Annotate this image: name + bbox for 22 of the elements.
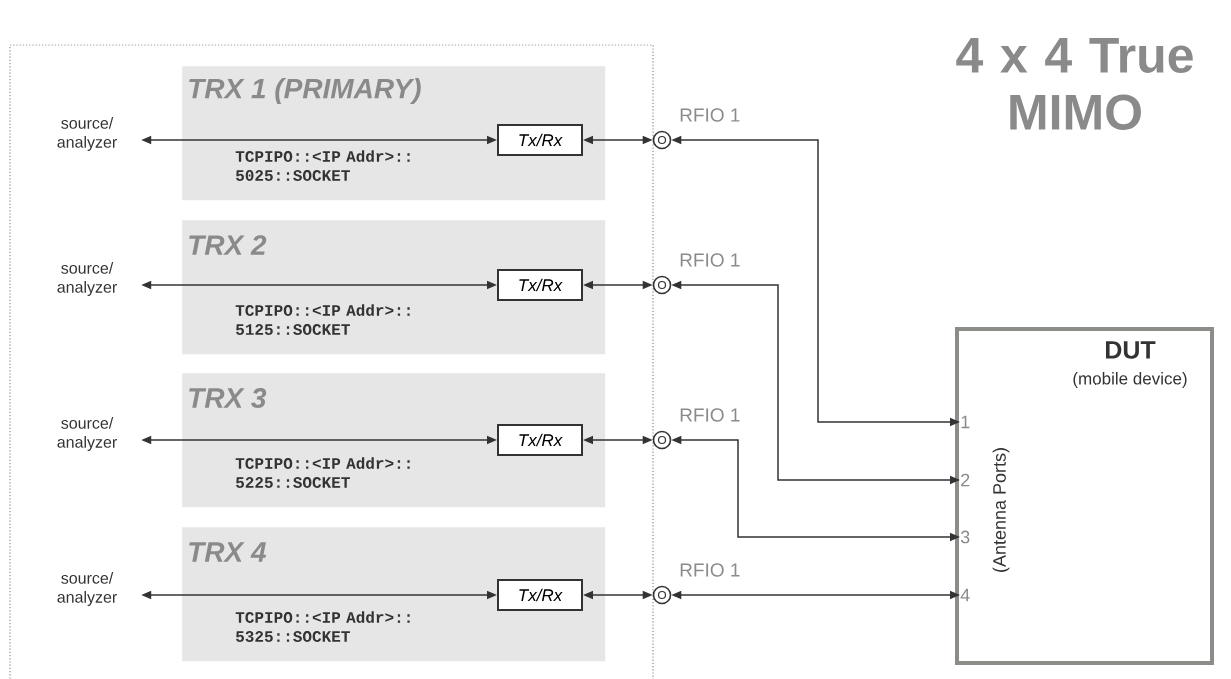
connector-icon	[652, 585, 672, 605]
port-label: RFIO 1	[680, 408, 740, 422]
port-number: 3	[960, 530, 970, 544]
txrx-box: Tx/Rx	[497, 424, 583, 456]
port-label: RFIO 1	[680, 253, 740, 267]
port-label: RFIO 1	[680, 108, 740, 122]
source-label: source/ analyzer	[57, 572, 117, 606]
port-number: 4	[960, 588, 970, 602]
port-number: 2	[961, 473, 970, 487]
port-label: RFIO 1	[680, 563, 740, 577]
connector-icon	[652, 275, 672, 295]
source-label: source/ analyzer	[57, 262, 117, 296]
port-number: 1	[961, 415, 970, 429]
connector-icon	[652, 130, 672, 150]
txrx-box: Tx/Rx	[497, 579, 583, 611]
headline: 4 x 4 True MIMO	[956, 38, 1193, 130]
instrument-frame	[9, 44, 654, 679]
connector-icon	[652, 430, 672, 450]
source-label: source/ analyzer	[57, 417, 117, 451]
txrx-box: Tx/Rx	[497, 124, 583, 156]
txrx-box: Tx/Rx	[497, 269, 583, 301]
source-label: source/ analyzer	[57, 117, 117, 151]
